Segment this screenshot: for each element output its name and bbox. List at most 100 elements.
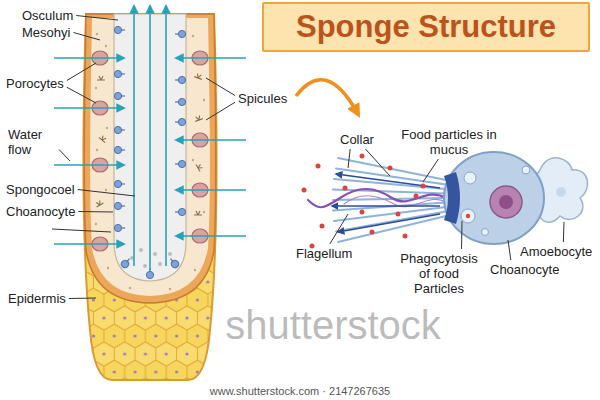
choanocyte-body bbox=[522, 166, 530, 174]
spicules bbox=[194, 211, 202, 215]
spicules bbox=[196, 163, 203, 172]
choanocyte-layer bbox=[175, 208, 186, 215]
part-label: Mesohyi bbox=[22, 25, 70, 40]
choanocyte-body bbox=[444, 152, 544, 244]
food-particle bbox=[360, 154, 365, 159]
mesohyl-dots bbox=[105, 45, 107, 47]
mesohyl-dots bbox=[107, 267, 109, 269]
choanocyte-layer bbox=[114, 146, 125, 153]
mesohyl-dots bbox=[106, 127, 108, 129]
leader-line bbox=[69, 298, 96, 300]
choanocyte-layer bbox=[114, 224, 125, 231]
water-flow-arrow bbox=[176, 139, 246, 141]
mesohyl-dots bbox=[169, 288, 171, 290]
choanocyte-body bbox=[444, 152, 544, 244]
choanocyte-body bbox=[499, 195, 513, 209]
zoom-arrow bbox=[296, 80, 358, 114]
choanocyte-layer bbox=[175, 118, 186, 125]
choanocyte-body bbox=[444, 172, 460, 224]
cavity-debris bbox=[139, 248, 143, 252]
cavity-debris bbox=[143, 264, 147, 268]
collar-microvilli bbox=[333, 158, 446, 242]
water-flow-arrow bbox=[176, 57, 246, 59]
water-flow-arrow bbox=[54, 243, 124, 245]
food-particle bbox=[403, 234, 408, 239]
part-label: Epidermis bbox=[8, 291, 66, 306]
watermark-url: www.shutterstock.com · 2147267635 bbox=[210, 385, 390, 398]
leader-line bbox=[78, 190, 135, 197]
water-flow-arrow bbox=[54, 57, 124, 59]
water-current-arrow bbox=[332, 205, 440, 207]
water-flow-arrow bbox=[149, 6, 151, 270]
cavity-debris bbox=[153, 252, 157, 256]
water-flow-arrow bbox=[133, 6, 135, 266]
choanocyte-body bbox=[490, 186, 522, 218]
leader-line bbox=[423, 159, 438, 182]
spicules bbox=[194, 73, 203, 79]
food-particle bbox=[360, 210, 365, 215]
water-flow-arrow bbox=[54, 107, 124, 109]
water-current-arrow bbox=[332, 174, 440, 232]
choanocyte-layer bbox=[175, 98, 186, 105]
part-label: Food particles in mucus bbox=[396, 127, 502, 157]
leader-line bbox=[206, 78, 235, 96]
water-flow-arrow bbox=[54, 164, 124, 166]
choanocyte-body bbox=[466, 214, 470, 218]
flagellum bbox=[344, 196, 446, 207]
mesohyl-dots bbox=[95, 87, 97, 89]
mesohyl-dots bbox=[96, 149, 98, 151]
food-particle bbox=[396, 212, 401, 217]
part-label: Phagocytosis of food Particles bbox=[394, 251, 484, 296]
choanocyte-layer bbox=[114, 70, 125, 77]
water-current-arrow bbox=[338, 214, 440, 232]
water-flow-arrow bbox=[176, 235, 246, 237]
food-particle bbox=[414, 194, 419, 199]
leader-line bbox=[52, 229, 111, 232]
leader-line bbox=[563, 222, 565, 242]
title-banner: Sponge Structure bbox=[262, 2, 590, 52]
mesohyl-dots bbox=[194, 269, 196, 271]
food-particle bbox=[302, 188, 307, 193]
mesohyl-dots bbox=[192, 159, 194, 161]
leader-line bbox=[348, 149, 350, 168]
choanocyte-body bbox=[461, 209, 475, 223]
food-particle bbox=[316, 164, 321, 169]
choanocyte-body bbox=[482, 229, 489, 236]
mesohyl-dots bbox=[95, 223, 97, 225]
leader-line bbox=[461, 221, 463, 249]
leader-line bbox=[365, 149, 390, 176]
choanocyte-layer bbox=[114, 126, 125, 133]
part-label: Water flow bbox=[8, 127, 56, 157]
food-particle bbox=[388, 166, 393, 171]
spicules bbox=[194, 115, 203, 121]
mesohyl-dots bbox=[203, 211, 205, 213]
flagellum bbox=[308, 189, 446, 207]
mesohyl-dots bbox=[129, 287, 131, 289]
part-label: Osculum bbox=[22, 8, 73, 23]
choanocyte-layer bbox=[175, 160, 186, 167]
choanocyte-layer bbox=[114, 26, 125, 33]
choanocyte-layer bbox=[175, 30, 186, 37]
food-particle bbox=[370, 230, 375, 235]
spicules bbox=[99, 134, 108, 142]
leader-line bbox=[67, 87, 96, 103]
mesohyl-dots bbox=[105, 189, 107, 191]
amoebocyte-cell bbox=[556, 187, 566, 197]
leader-line bbox=[76, 16, 118, 21]
choanocyte-body bbox=[464, 172, 476, 184]
leader-lines bbox=[59, 16, 564, 299]
spicules bbox=[95, 200, 104, 207]
choanocyte-layer bbox=[114, 202, 125, 209]
part-label: Collar bbox=[340, 132, 374, 147]
choanocyte-layer bbox=[175, 76, 186, 83]
choanocyte-layer bbox=[114, 180, 125, 187]
flagellum bbox=[308, 189, 446, 207]
cavity-debris bbox=[168, 252, 172, 256]
choanocyte-layer bbox=[168, 256, 180, 269]
watermark: shutterstock bbox=[225, 302, 441, 348]
water-flow-arrow bbox=[176, 189, 246, 191]
part-label: Choanocyte bbox=[6, 204, 75, 219]
food-particle bbox=[320, 224, 325, 229]
leader-line bbox=[73, 33, 100, 41]
leader-line bbox=[330, 214, 348, 244]
